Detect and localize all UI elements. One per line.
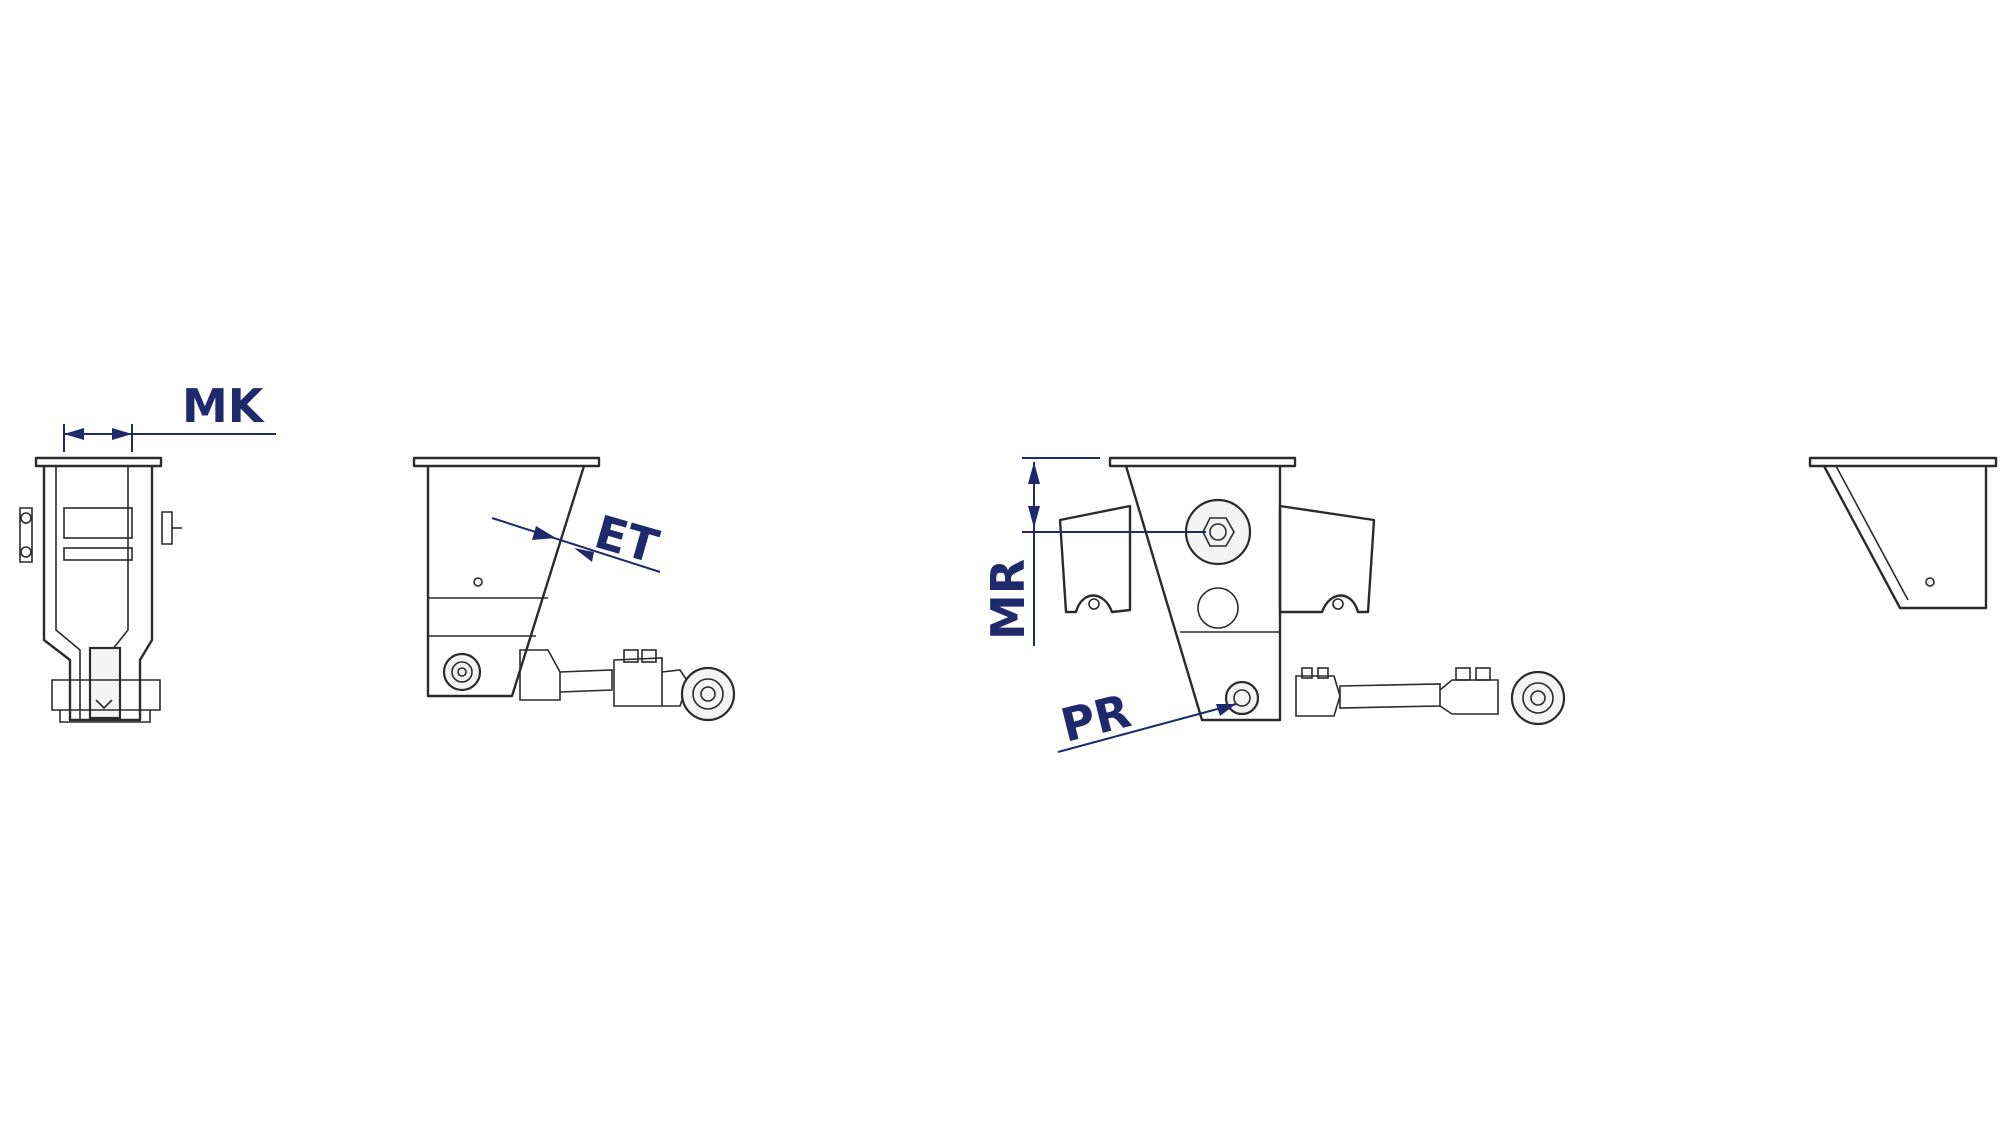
label-mr: MR	[981, 559, 1035, 640]
dimension-mk: MK	[63, 379, 276, 452]
partial-view-bracket	[1808, 456, 1998, 610]
label-et: ET	[589, 505, 665, 574]
label-mk: MK	[182, 379, 266, 433]
main-view-bracket	[1058, 456, 1566, 726]
dimension-mr: MR	[981, 457, 1206, 646]
front-view-bracket	[19, 456, 182, 723]
label-pr: PR	[1056, 684, 1136, 753]
dimension-pr: PR	[1056, 684, 1237, 753]
side-view-bracket	[412, 456, 736, 722]
dimension-et: ET	[491, 505, 665, 574]
